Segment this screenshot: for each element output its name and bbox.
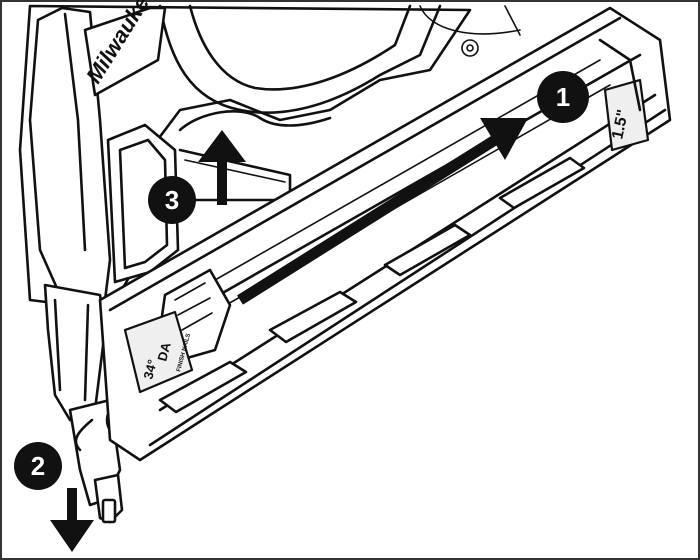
step-1-badge: 1	[537, 71, 589, 123]
angle-label: 34°	[140, 358, 160, 381]
nail-type-label: DA	[154, 340, 174, 363]
step-3-badge: 3	[148, 176, 196, 224]
step-3-number: 3	[165, 185, 179, 215]
step-1-arrow	[237, 118, 528, 305]
step-2-badge: 2	[14, 442, 62, 490]
step-2-arrow	[50, 488, 94, 552]
step-3-arrow	[198, 130, 246, 205]
magazine: 34° DA FINISH NAILS 1.5"	[98, 6, 672, 462]
nail-length-label: 1.5"	[609, 108, 632, 141]
step-2-number: 2	[31, 451, 45, 481]
step-1-number: 1	[556, 82, 570, 112]
